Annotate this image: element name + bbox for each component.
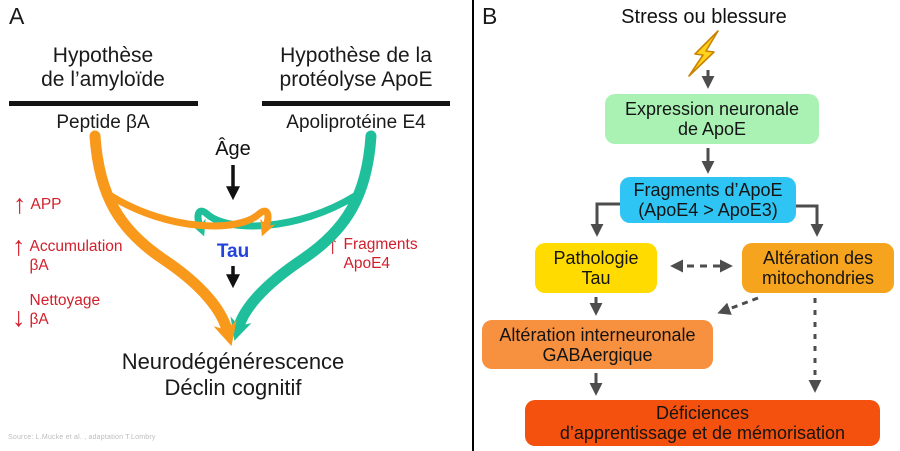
panel-a-label: A [9, 3, 25, 29]
apoe-branch-curve [190, 192, 359, 237]
arrow-fragments-to-mitochondria-elbow [796, 204, 824, 237]
flowbox-gaba: Altération interneuronale GABAergique [482, 320, 713, 369]
flowbox-gaba-line1: Altération interneuronale [499, 324, 696, 345]
flowchart-title: Stress ou blessure [621, 6, 787, 28]
factor-fragments-apoe4: ↑ Fragments ApoE4 [326, 229, 418, 273]
up-arrow-icon: ↑ [12, 231, 26, 261]
apoe-hypothesis-title-line2: protéolyse ApoE [279, 68, 433, 91]
flowbox-expression-line2: de ApoE [677, 119, 747, 139]
flowbox-gaba-line2: GABAergique [542, 344, 653, 365]
dashed-arrow-mitochondria-to-gaba [717, 296, 759, 315]
factor-nettoyage-line1: Nettoyage [29, 292, 101, 309]
factor-fragments-line2: ApoE4 [343, 255, 391, 272]
flowbox-fragments-line2: (ApoE4 > ApoE3) [638, 200, 778, 220]
outcome-line2: Déclin cognitif [164, 375, 302, 400]
apoe-main-curve [230, 130, 377, 341]
flowbox-deficits: Déficiences d’apprentissage et de mémori… [525, 400, 880, 446]
panel-a-hypotheses: A Hypothèse de l’amyloïde Peptide βA Hyp… [6, 3, 454, 441]
factor-fragments-line1: Fragments [343, 236, 418, 253]
flowbox-tau-line2: Tau [581, 268, 611, 288]
amyloid-hypothesis-title-line2: de l’amyloïde [41, 68, 165, 91]
amyloid-branch-curve [107, 192, 276, 237]
apoe-hypothesis-title: Hypothèse de la protéolyse ApoE [258, 44, 454, 92]
amyloid-subtitle: Peptide βA [56, 112, 150, 133]
flowbox-mitochondria-line1: Altération des [762, 248, 874, 268]
amyloid-underline-bar [9, 101, 198, 106]
tau-label: Tau [216, 241, 250, 262]
panel-b-label: B [482, 3, 498, 29]
amyloid-hypothesis-title-line1: Hypothèse [52, 44, 154, 67]
amyloid-hypothesis-title: Hypothèse de l’amyloïde [6, 44, 200, 92]
source-credit: Source: L.Mucke et al. , adaptation T.Lo… [8, 434, 156, 441]
lightning-bolt-icon [688, 30, 719, 77]
apoe-underline-bar [262, 101, 450, 106]
factor-accumulation-ba: ↑ Accumulation βA [12, 231, 123, 275]
flowbox-tau-pathology: Pathologie Tau [535, 243, 657, 293]
flowbox-mitochondria-line2: mitochondries [761, 268, 875, 288]
flowbox-tau-line1: Pathologie [553, 248, 639, 268]
factor-nettoyage-ba: ↓ Nettoyage βA [12, 288, 101, 332]
factor-nettoyage-line2: βA [29, 311, 49, 328]
age-label: Âge [215, 138, 251, 160]
flowbox-fragments-line1: Fragments d’ApoE [633, 180, 783, 200]
flowbox-expression-line1: Expression neuronale [624, 99, 800, 119]
lightning-bolt-shape [688, 30, 719, 77]
factor-accumulation-line2: βA [29, 257, 49, 274]
arrow-fragments-to-tau-elbow [590, 202, 620, 237]
flowbox-deficits-line1: Déficiences [655, 403, 750, 423]
flowbox-fragments: Fragments d’ApoE (ApoE4 > ApoE3) [620, 177, 796, 223]
amyloid-main-curve [89, 130, 237, 347]
factor-app: ↑ APP [13, 189, 62, 219]
panel-b-flowchart: B Stress ou blessure Expression neuronal… [472, 0, 900, 451]
factor-app-label: APP [30, 196, 62, 213]
down-arrow-icon: ↓ [12, 302, 26, 332]
apoe-hypothesis-title-line1: Hypothèse de la [280, 44, 432, 67]
flowbox-expression: Expression neuronale de ApoE [605, 94, 819, 144]
outcome-line1: Neurodégénérescence [121, 349, 345, 374]
flowbox-mitochondria: Altération des mitochondries [742, 243, 894, 293]
up-arrow-icon: ↑ [326, 229, 340, 259]
apoe-subtitle: Apoliprotéine E4 [286, 112, 426, 133]
factor-accumulation-line1: Accumulation [29, 238, 123, 255]
up-arrow-icon: ↑ [13, 189, 27, 219]
flowbox-deficits-line2: d’apprentissage et de mémorisation [559, 423, 846, 443]
outcome-text: Neurodégénérescence Déclin cognitif [83, 349, 383, 401]
